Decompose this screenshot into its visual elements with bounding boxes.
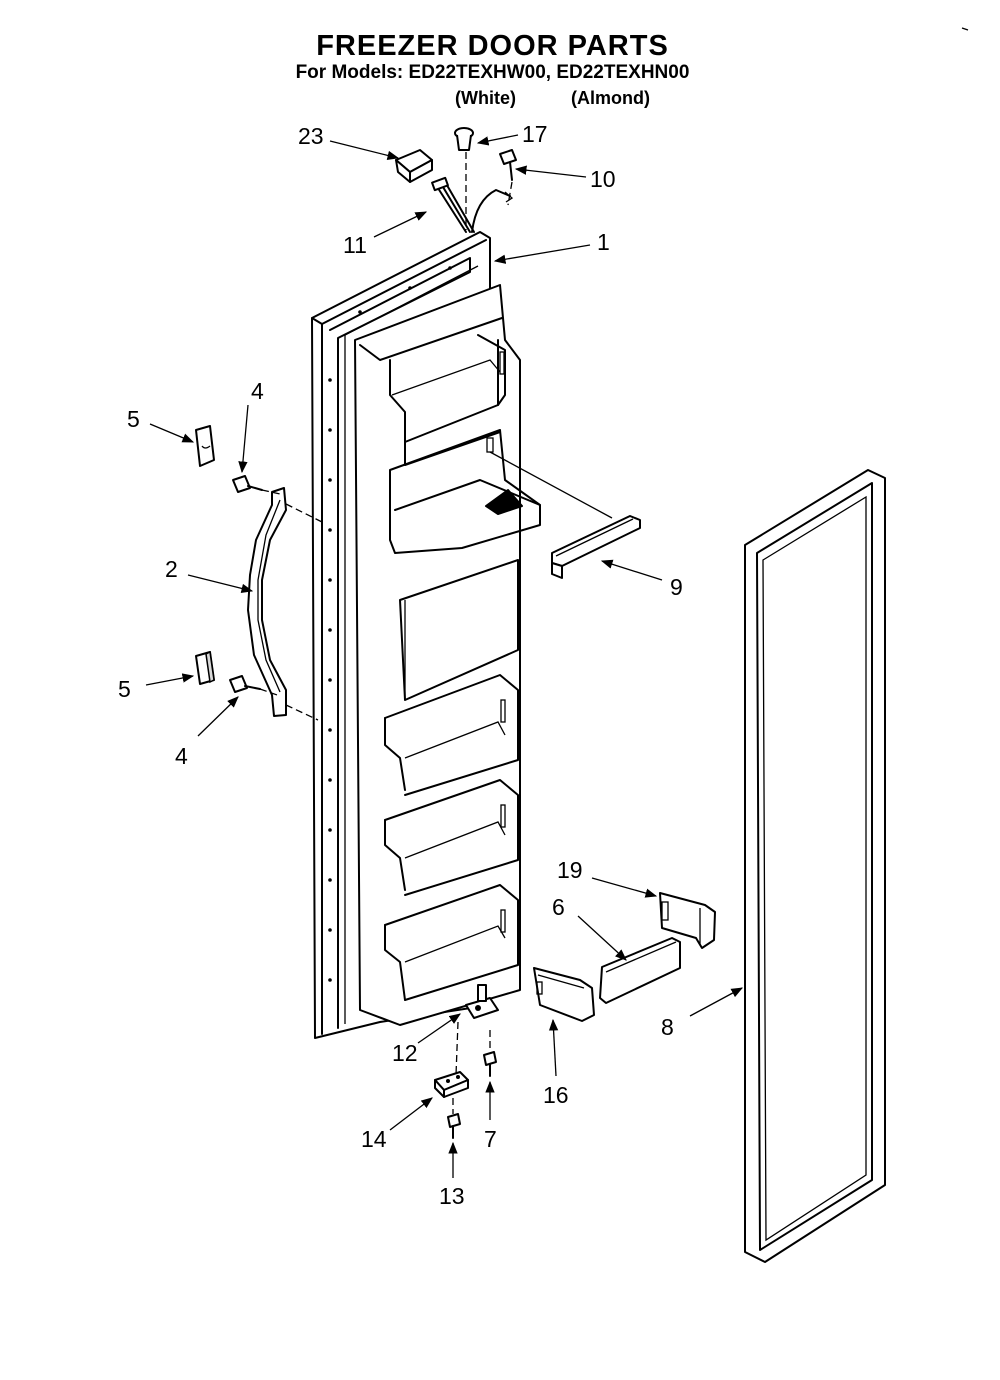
shelf-end-cap-right xyxy=(659,892,716,949)
callout-4-top: 4 xyxy=(251,378,264,404)
door-gasket xyxy=(744,469,886,1263)
shelf-retainer-bar xyxy=(599,937,681,1004)
models-line: For Models: ED22TEXHW00, ED22TEXHN00 xyxy=(295,62,690,83)
callout-13: 13 xyxy=(439,1183,465,1209)
liner-screw-holes xyxy=(328,266,452,982)
handle-screw-bottom xyxy=(229,675,281,697)
variant-almond: (Almond) xyxy=(571,88,650,108)
diagram-title: FREEZER DOOR PARTS xyxy=(316,30,669,62)
callout-7: 7 xyxy=(484,1126,497,1152)
leader-lines xyxy=(145,134,744,1178)
callout-5-top: 5 xyxy=(127,406,140,432)
handle-cap-top xyxy=(195,425,215,467)
callout-23: 23 xyxy=(298,123,324,149)
hinge-bushing xyxy=(455,984,499,1076)
callout-6: 6 xyxy=(552,894,565,920)
shelf-end-cap-left xyxy=(533,967,595,1022)
callout-17: 17 xyxy=(522,121,548,147)
ground-screw xyxy=(499,149,517,206)
callout-1: 1 xyxy=(597,229,610,255)
callout-16: 16 xyxy=(543,1082,569,1108)
callout-10: 10 xyxy=(590,166,616,192)
callout-12: 12 xyxy=(392,1040,418,1066)
handle-cap-bottom xyxy=(195,650,215,685)
callout-9: 9 xyxy=(670,574,683,600)
shelf-trim xyxy=(489,451,641,579)
door-handle xyxy=(247,487,323,721)
callout-14: 14 xyxy=(361,1126,387,1152)
door-stop-screw xyxy=(447,1098,461,1139)
callout-2: 2 xyxy=(165,556,178,582)
callout-19: 19 xyxy=(557,857,583,883)
corner-mark xyxy=(961,27,969,31)
wire-harness xyxy=(431,176,514,233)
callout-8: 8 xyxy=(661,1014,674,1040)
door-liner-assembly xyxy=(311,231,541,1039)
callout-11: 11 xyxy=(343,232,367,258)
callout-4-bottom: 4 xyxy=(175,743,188,769)
callout-5-bottom: 5 xyxy=(118,676,131,702)
variant-white: (White) xyxy=(455,88,516,108)
hinge-plug xyxy=(454,127,474,230)
connector xyxy=(395,149,433,183)
hinge-screw xyxy=(483,1030,497,1077)
handle-screw-top xyxy=(232,475,281,495)
door-stop xyxy=(434,1071,469,1098)
